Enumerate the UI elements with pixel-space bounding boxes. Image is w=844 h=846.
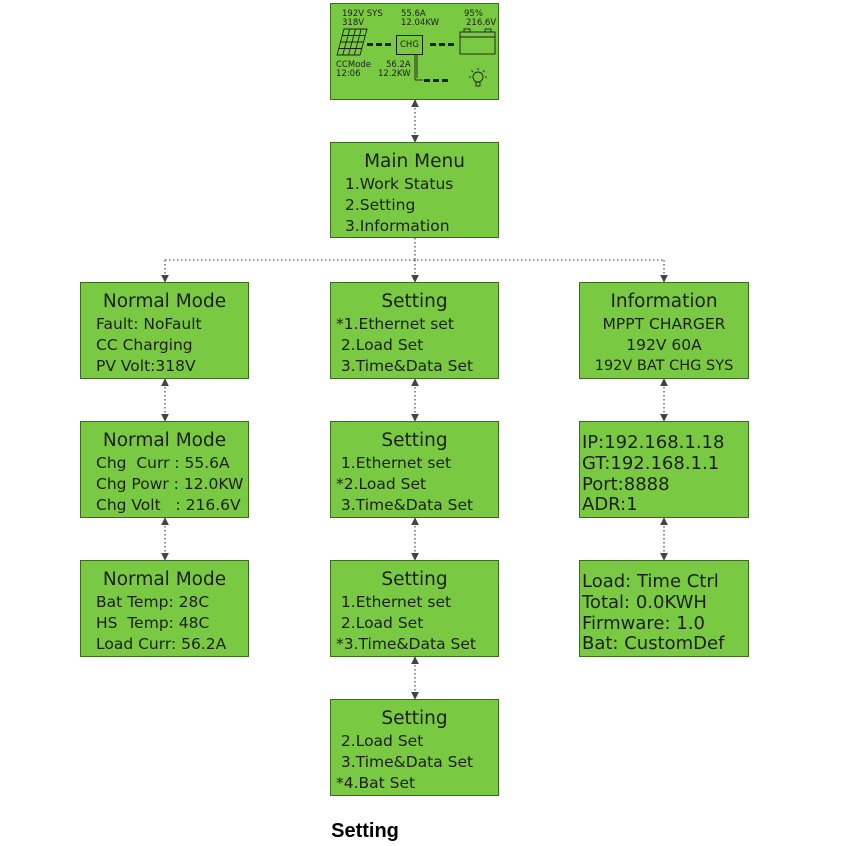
normal-mode-screen-2[interactable]: Normal Mode Chg Curr : 55.6A Chg Powr : … [80,421,249,518]
main-menu-item-work-status[interactable]: 1.Work Status [345,175,454,193]
setting-title: Setting [381,291,448,312]
setting-item-load[interactable]: 2.Load Set [336,336,424,354]
setting-item-ethernet[interactable]: 1.Ethernet set [336,593,452,611]
normal-mode-title: Normal Mode [102,430,227,451]
status-pv-volt: 318V [342,18,365,28]
network-address: ADR:1 [582,494,638,515]
setting-screen-4[interactable]: Setting 2.Load Set 3.Time&Data Set *4.Ba… [330,699,499,796]
status-load-power: 12.2KW [378,69,411,79]
information-title: Information [610,291,718,312]
status-soc: 95% [464,9,483,19]
status-chg-power: 12.04KW [401,18,440,28]
setting-item-load[interactable]: 2.Load Set [336,614,424,632]
network-gateway: GT:192.168.1.1 [582,453,720,474]
setting-item-load[interactable]: 2.Load Set [336,732,424,750]
status-chg-curr: 55.6A [401,9,426,19]
setting-item-time-data[interactable]: 3.Time&Data Set [336,357,474,375]
solar-panel-icon [336,28,368,56]
setting-item-bat[interactable]: *4.Bat Set [336,774,416,792]
normal-mode-line: PV Volt:318V [96,357,196,375]
setting-item-time-data[interactable]: 3.Time&Data Set [336,496,474,514]
normal-mode-line: HS Temp: 48C [96,614,210,632]
battery-icon [459,28,496,55]
diagram-caption: Setting [331,820,399,842]
setting-title: Setting [381,430,448,451]
main-menu-screen[interactable]: Main Menu 1.Work Status 2.Setting 3.Info… [330,142,499,238]
setting-item-ethernet[interactable]: 1.Ethernet set [336,454,452,472]
normal-mode-line: Bat Temp: 28C [96,593,210,611]
setting-item-ethernet[interactable]: *1.Ethernet set [336,315,454,333]
information-screen[interactable]: Information MPPT CHARGER 192V 60A 192V B… [579,282,749,379]
setting-item-load[interactable]: *2.Load Set [336,475,427,493]
load-total-energy: Total: 0.0KWH [582,592,707,613]
information-line: MPPT CHARGER [602,315,726,333]
main-menu-item-information[interactable]: 3.Information [345,217,450,235]
normal-mode-line: Fault: NoFault [96,315,202,333]
normal-mode-line: CC Charging [96,336,193,354]
setting-screen-1[interactable]: Setting *1.Ethernet set 2.Load Set 3.Tim… [330,282,499,379]
status-screen[interactable]: 192V SYS 318V 55.6A 12.04KW 95% 216.6V [330,3,499,100]
status-sys: 192V SYS [342,9,383,19]
normal-mode-line: Chg Powr : 12.0KW [96,475,244,493]
normal-mode-line: Load Curr: 56.2A [96,635,227,653]
normal-mode-screen-3[interactable]: Normal Mode Bat Temp: 28C HS Temp: 48C L… [80,560,249,657]
setting-item-time-data[interactable]: *3.Time&Data Set [336,635,476,653]
setting-screen-2[interactable]: Setting 1.Ethernet set *2.Load Set 3.Tim… [330,421,499,518]
flow-arrows [367,43,454,82]
setting-title: Setting [381,708,448,729]
normal-mode-title: Normal Mode [102,291,227,312]
network-port: Port:8888 [582,474,670,495]
network-info-screen[interactable]: IP:192.168.1.18 GT:192.168.1.1 Port:8888… [579,421,749,518]
setting-title: Setting [381,569,448,590]
status-bat-volt: 216.6V [466,18,497,28]
load-info-screen[interactable]: Load: Time Ctrl Total: 0.0KWH Firmware: … [579,560,749,657]
status-load-curr: 56.2A [386,60,411,70]
setting-item-time-data[interactable]: 3.Time&Data Set [336,753,474,771]
setting-screen-3[interactable]: Setting 1.Ethernet set 2.Load Set *3.Tim… [330,560,499,657]
normal-mode-line: Chg Volt : 216.6V [96,496,241,514]
main-menu-item-setting[interactable]: 2.Setting [345,196,416,214]
firmware-version: Firmware: 1.0 [582,613,705,634]
light-bulb-icon [469,68,487,87]
chg-box: CHG [396,35,423,55]
status-mode: CCMode [336,60,372,70]
chg-label: CHG [400,40,419,50]
information-line: 192V 60A [626,336,702,354]
network-ip: IP:192.168.1.18 [582,432,725,453]
normal-mode-title: Normal Mode [102,569,227,590]
battery-type: Bat: CustomDef [582,633,725,654]
status-time: 12:06 [336,69,361,79]
normal-mode-screen-1[interactable]: Normal Mode Fault: NoFault CC Charging P… [80,282,249,379]
load-control: Load: Time Ctrl [582,571,719,592]
normal-mode-line: Chg Curr : 55.6A [96,454,230,472]
information-line: 192V BAT CHG SYS [594,358,734,374]
main-menu-title: Main Menu [364,151,465,172]
